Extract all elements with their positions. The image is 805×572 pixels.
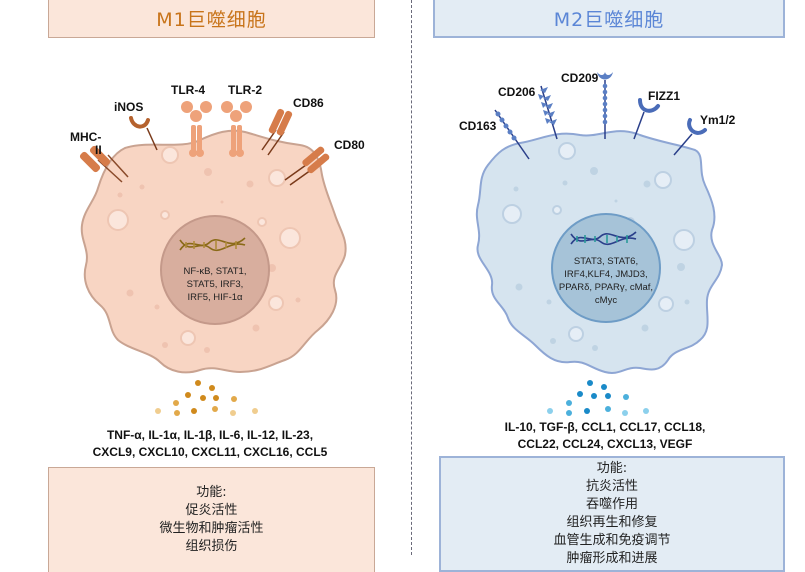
- m1-cytokine-line: TNF-α, IL-1α, IL-1β, IL-6, IL-12, IL-23,: [106, 428, 314, 442]
- cd209-label: CD209: [561, 71, 599, 85]
- tlr2-receptor: [221, 101, 252, 157]
- m1-nucleus-factor: IRF5, HIF-1α: [187, 292, 243, 303]
- cd206-label: CD206: [498, 85, 536, 99]
- m1-function-item: 促炎活性: [185, 503, 238, 518]
- m2-function-item: 吞噬作用: [585, 497, 638, 512]
- m2-cytokine-dots: [547, 380, 649, 416]
- tlr4-label: TLR-4: [171, 83, 205, 97]
- fizz1-receptor: [633, 98, 660, 140]
- m2-nucleus-factor: PPARδ, PPARγ, cMaf,: [559, 282, 653, 293]
- cd206-receptor: [538, 85, 558, 140]
- cd86-label: CD86: [293, 96, 324, 110]
- m1-function-item: 组织损伤: [185, 539, 238, 554]
- mhc-ii-label-2: II: [95, 143, 102, 157]
- m1-title: M1巨噬细胞: [48, 0, 375, 38]
- inos-receptor: [129, 116, 158, 151]
- m2-cell: STAT3, STAT6, IRF4,KLF4, JMJD3, PPARδ, P…: [459, 71, 736, 416]
- m2-function-box: 功能: 抗炎活性 吞噬作用 组织再生和修复 血管生成和免疫调节 肿瘤形成和进展: [439, 456, 785, 572]
- dashed-divider: [411, 0, 412, 555]
- m2-function-title: 功能:: [596, 461, 628, 476]
- m1-nucleus-factor: NF-κB, STAT1,: [184, 266, 247, 277]
- m2-function-item: 组织再生和修复: [566, 515, 658, 530]
- m1-dna-icon: [179, 237, 246, 252]
- cd80-receptor: [284, 146, 330, 186]
- m2-nucleus-factor: IRF4,KLF4, JMJD3,: [564, 269, 647, 280]
- tlr2-label: TLR-2: [228, 83, 262, 97]
- mhc-ii-receptor: [79, 145, 129, 183]
- m2-cytokine-line: IL-10, TGF-β, CCL1, CCL17, CCL18,: [504, 420, 706, 434]
- m1-function-title: 功能:: [196, 485, 227, 500]
- mhc-ii-label: MHC-: [70, 130, 101, 144]
- cd80-label: CD80: [334, 138, 365, 152]
- m1-cytokine-line: CXCL9, CXCL10, CXCL11, CXCL16, CCL5: [92, 445, 328, 459]
- m2-title: M2巨噬细胞: [433, 0, 785, 38]
- m1-vesicles: [107, 146, 301, 346]
- m1-cytokine-list: TNF-α, IL-1α, IL-1β, IL-6, IL-12, IL-23,…: [60, 427, 360, 461]
- m2-function-item: 肿瘤形成和进展: [566, 551, 658, 566]
- m1-cytokine-dots: [155, 380, 258, 416]
- ym12-label: Ym1/2: [700, 113, 736, 127]
- m2-cytokine-list: IL-10, TGF-β, CCL1, CCL17, CCL18, CCL22,…: [455, 419, 755, 453]
- fizz1-label: FIZZ1: [648, 89, 680, 103]
- m1-nucleus-factor: STAT5, IRF3,: [187, 279, 244, 290]
- tlr4-receptor: [181, 101, 212, 157]
- m2-nucleus-factor: cMyc: [595, 295, 617, 306]
- m2-nucleus-factor: STAT3, STAT6,: [574, 256, 638, 267]
- inos-label: iNOS: [114, 100, 143, 114]
- m1-granules: [117, 168, 301, 353]
- cd163-receptor: [494, 109, 530, 160]
- m2-dna-icon: [570, 231, 637, 246]
- m2-cytokine-line: CCL22, CCL24, CXCL13, VEGF: [517, 437, 693, 451]
- m2-function-item: 抗炎活性: [585, 479, 638, 494]
- m2-function-item: 血管生成和免疫调节: [553, 533, 671, 548]
- m1-function-box: 功能: 促炎活性 微生物和肿瘤活性 组织损伤: [48, 467, 375, 572]
- cd163-label: CD163: [459, 119, 497, 133]
- ym12-receptor: [673, 118, 707, 156]
- m1-function-item: 微生物和肿瘤活性: [159, 521, 264, 536]
- cd86-receptor: [261, 108, 293, 156]
- m1-cell: NF-κB, STAT1, STAT5, IRF3, IRF5, HIF-1α: [70, 83, 365, 416]
- cd209-receptor: [597, 72, 613, 139]
- m2-granules: [513, 167, 690, 351]
- m2-vesicles: [502, 142, 695, 342]
